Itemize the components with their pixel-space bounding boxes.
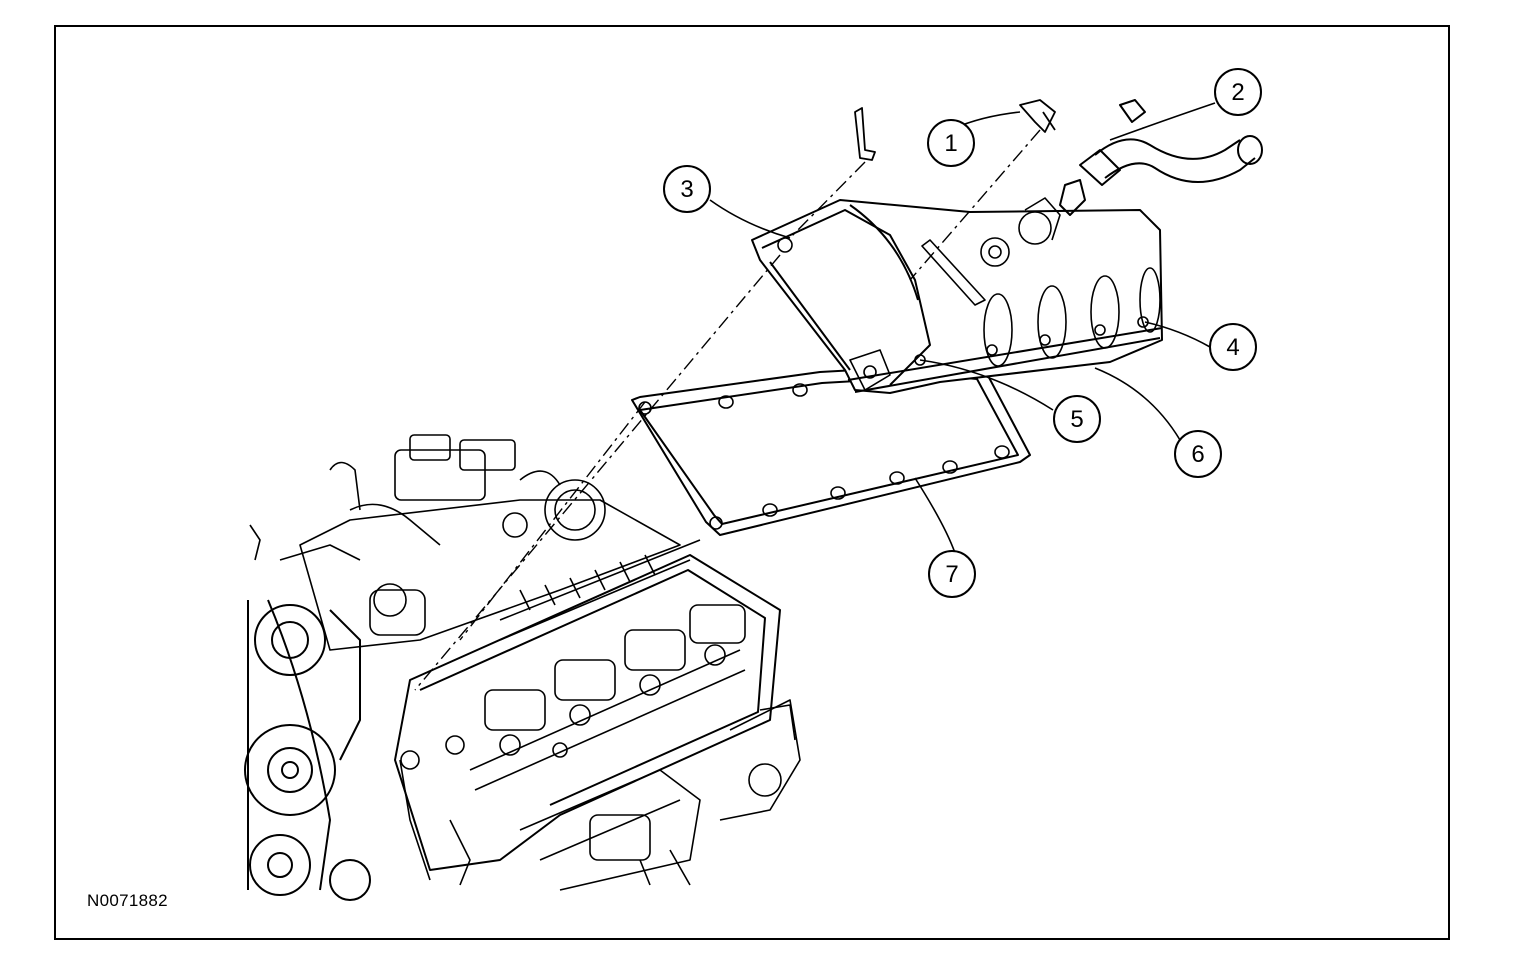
diagram-frame bbox=[54, 25, 1450, 940]
callout-7-label: 7 bbox=[945, 561, 958, 588]
callout-3-label: 3 bbox=[680, 176, 693, 203]
callout-5-label: 5 bbox=[1070, 406, 1083, 433]
figure-id: N0071882 bbox=[87, 891, 168, 910]
callout-4-label: 4 bbox=[1226, 334, 1239, 361]
callout-3: 3 bbox=[663, 165, 711, 213]
callout-5: 5 bbox=[1053, 395, 1101, 443]
callout-2: 2 bbox=[1214, 68, 1262, 116]
engine-illustration bbox=[244, 434, 801, 901]
callout-1: 1 bbox=[927, 119, 975, 167]
callout-4: 4 bbox=[1209, 323, 1257, 371]
leader-lines bbox=[709, 102, 1216, 554]
valve-cover-illustration bbox=[751, 197, 1163, 394]
callout-7: 7 bbox=[928, 550, 976, 598]
gasket-illustration bbox=[631, 364, 1031, 536]
callout-1-label: 1 bbox=[944, 130, 957, 157]
callout-2-label: 2 bbox=[1231, 79, 1244, 106]
alignment-lines bbox=[414, 129, 1041, 691]
callout-6: 6 bbox=[1174, 430, 1222, 478]
callout-6-label: 6 bbox=[1191, 441, 1204, 468]
pcv-hose-illustration bbox=[1059, 99, 1263, 216]
fastener-illustrations bbox=[854, 99, 1056, 161]
